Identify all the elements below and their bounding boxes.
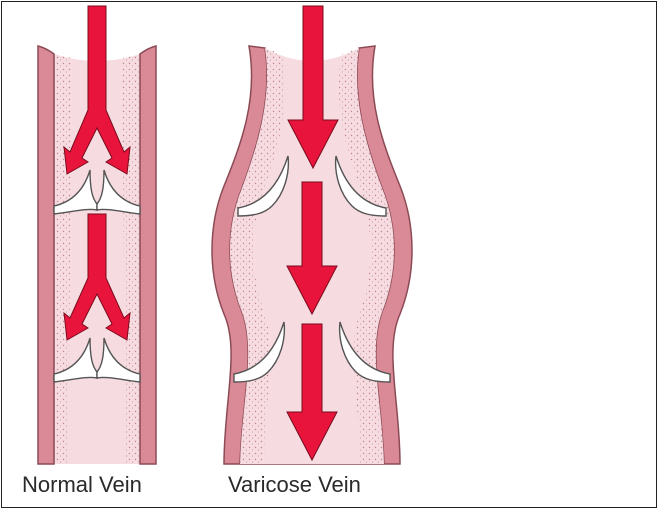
varicose-vein (212, 6, 412, 464)
normal-vein-label: Normal Vein (22, 472, 142, 498)
varicose-vein-label: Varicose Vein (228, 472, 361, 498)
normal-vein-right-wall (140, 46, 156, 464)
normal-vein (38, 6, 156, 464)
normal-vein-left-wall (38, 46, 54, 464)
